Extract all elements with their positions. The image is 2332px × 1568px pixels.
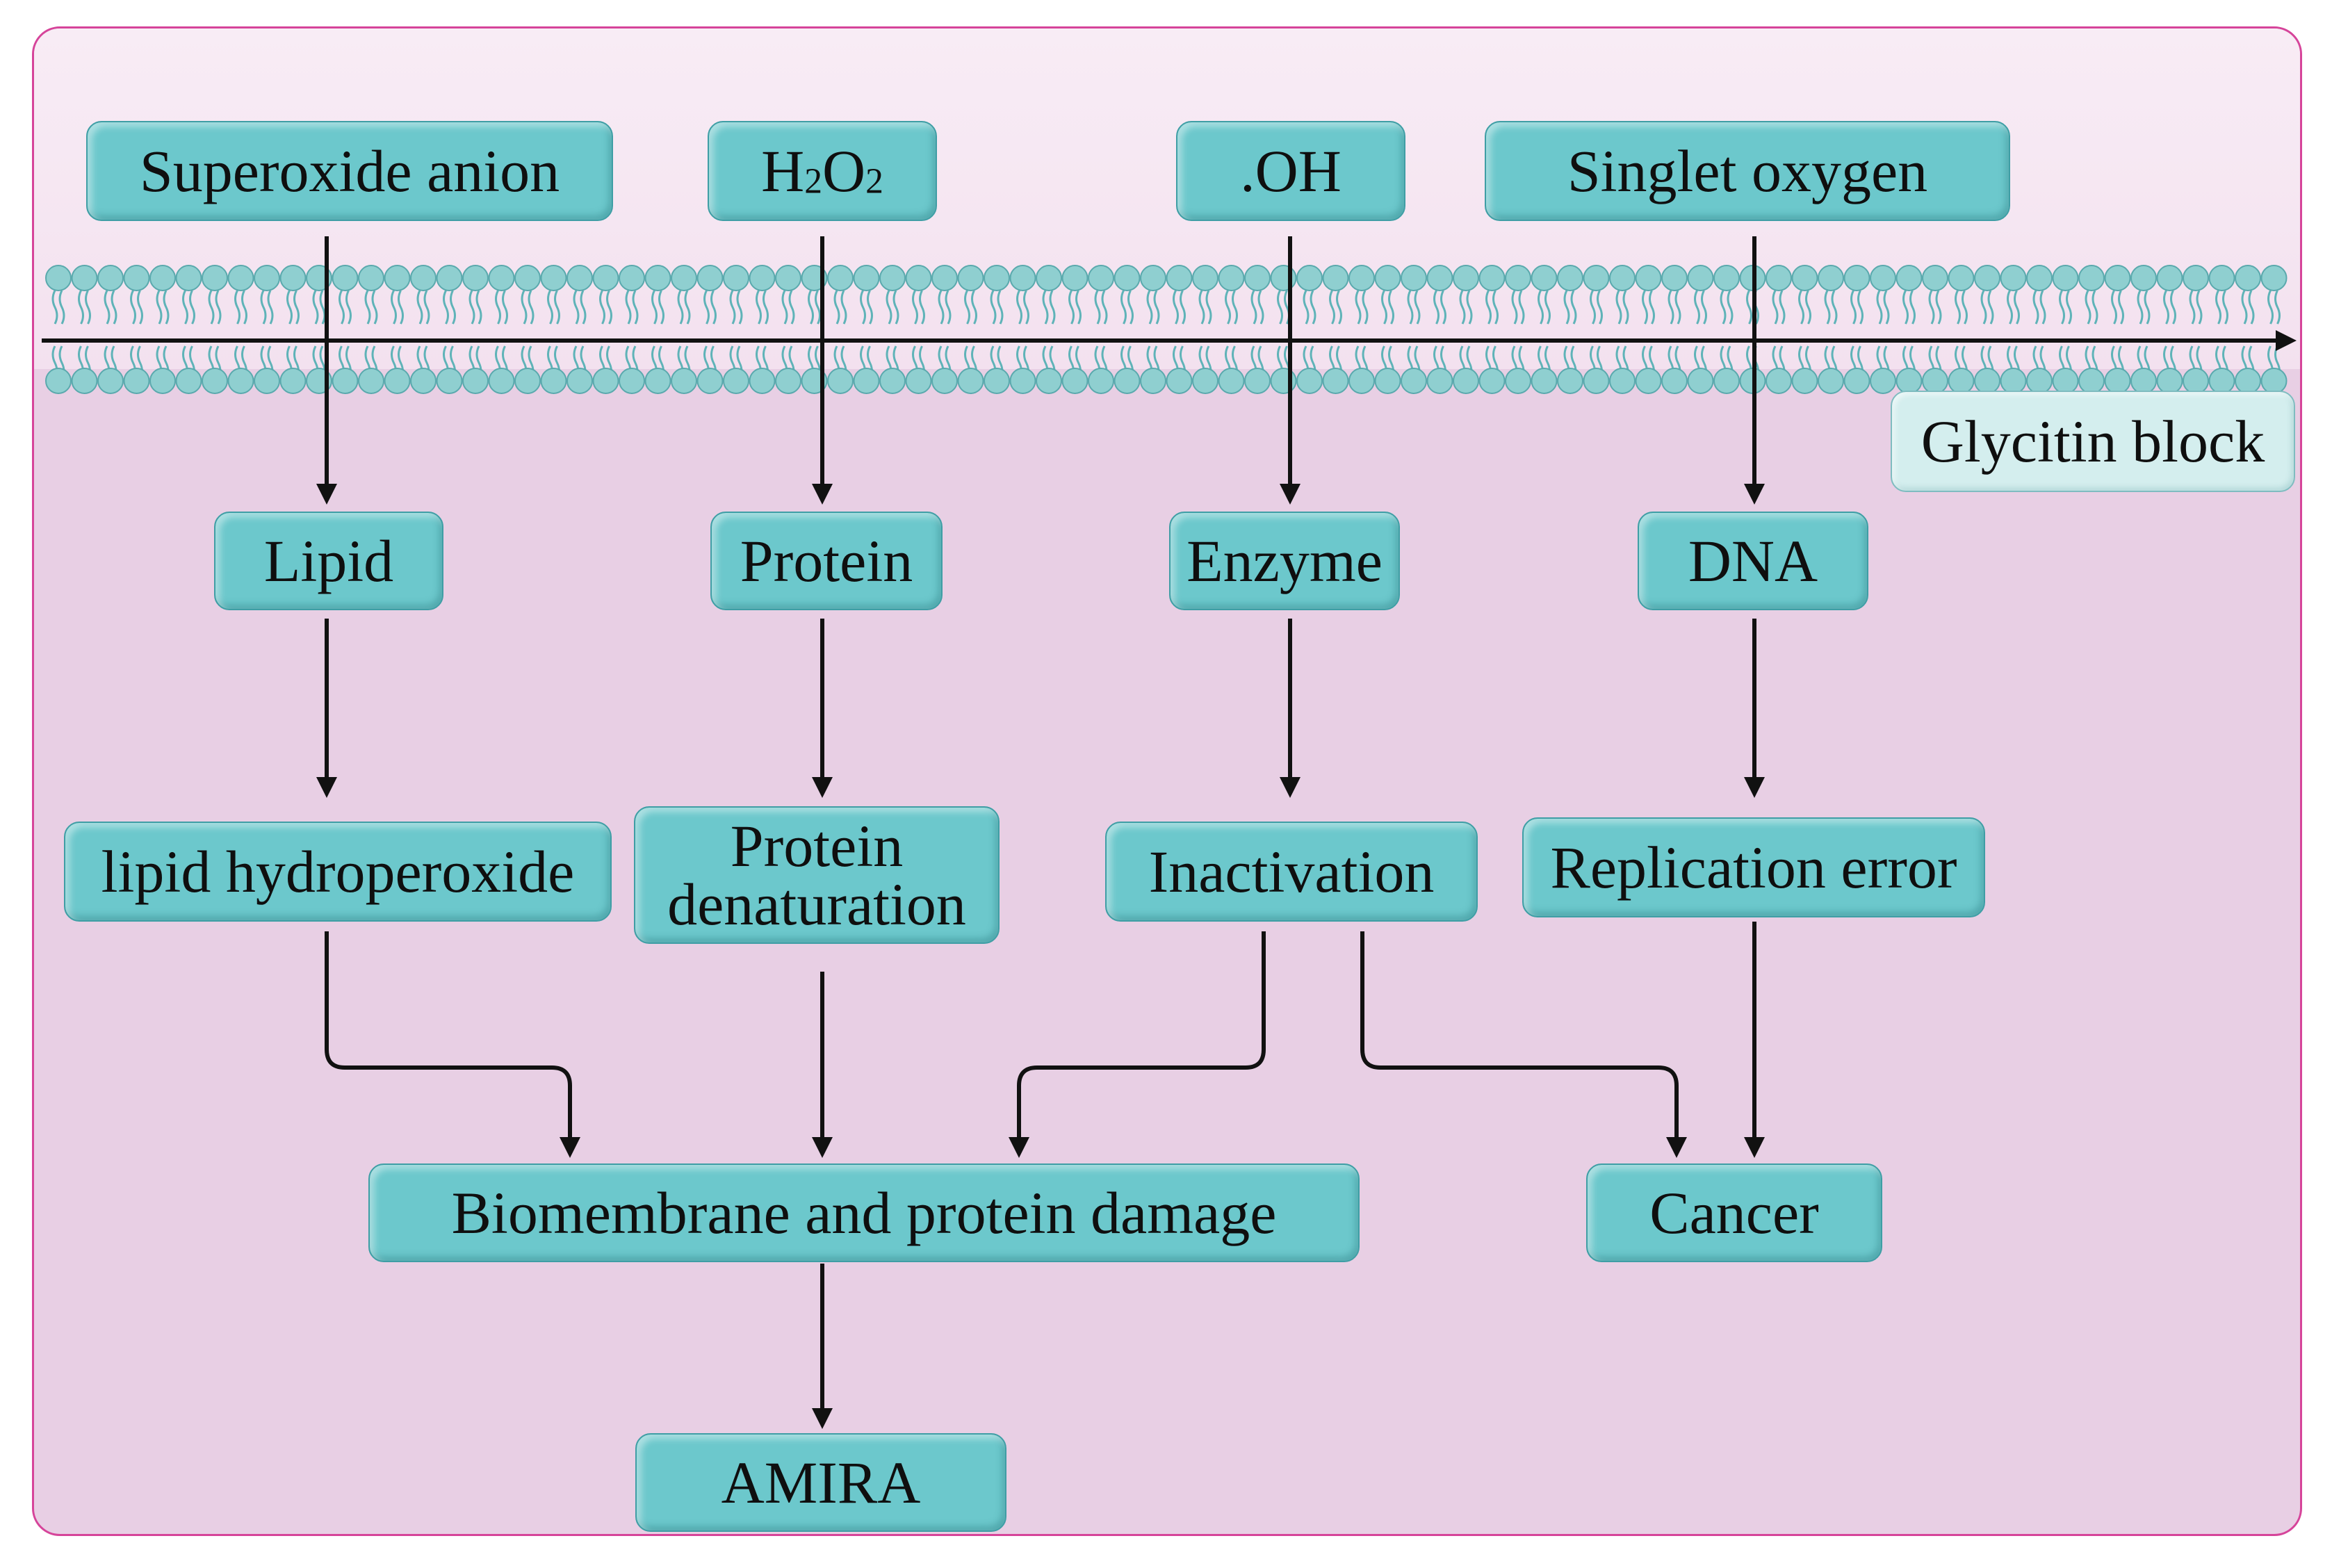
formula-o: O bbox=[822, 138, 866, 204]
node-label: Glycitin block bbox=[1921, 408, 2265, 475]
node-label: Protein bbox=[740, 528, 913, 594]
node-label: Enzyme bbox=[1187, 528, 1383, 594]
node-dna: DNA bbox=[1638, 512, 1868, 610]
node-superoxide-anion: Superoxide anion bbox=[86, 121, 613, 221]
node-protein-denaturation: Protein denaturation bbox=[634, 806, 1000, 944]
formula-sub: 2 bbox=[865, 161, 883, 202]
node-label-line2: denaturation bbox=[667, 871, 966, 938]
node-label: Replication error bbox=[1550, 834, 1957, 901]
node-h2o2: H2O2 bbox=[708, 121, 937, 221]
node-cancer: Cancer bbox=[1586, 1163, 1882, 1262]
node-label: DNA bbox=[1688, 528, 1818, 594]
node-biomembrane-protein-damage: Biomembrane and protein damage bbox=[368, 1163, 1360, 1262]
node-label: Biomembrane and protein damage bbox=[451, 1179, 1277, 1246]
lipid-bilayer bbox=[45, 265, 2288, 394]
node-amira: AMIRA bbox=[635, 1433, 1006, 1532]
node-lipid-hydroperoxide: lipid hydroperoxide bbox=[64, 822, 612, 922]
node-singlet-oxygen: Singlet oxygen bbox=[1485, 121, 2010, 221]
node-label: Singlet oxygen bbox=[1567, 138, 1928, 204]
node-label: Superoxide anion bbox=[139, 138, 560, 204]
node-enzyme: Enzyme bbox=[1169, 512, 1400, 610]
node-label-line1: Protein bbox=[730, 812, 904, 879]
node-label: Cancer bbox=[1649, 1179, 1819, 1246]
node-label: H2O2 bbox=[761, 141, 883, 201]
node-protein: Protein bbox=[710, 512, 943, 610]
formula-h: H bbox=[761, 138, 805, 204]
node-lipid: Lipid bbox=[214, 512, 443, 610]
formula-sub: 2 bbox=[804, 161, 822, 202]
glycitin-block-label: Glycitin block bbox=[1891, 391, 2295, 492]
node-label: .OH bbox=[1240, 138, 1342, 204]
node-inactivation: Inactivation bbox=[1105, 822, 1478, 922]
node-label: lipid hydroperoxide bbox=[101, 838, 575, 905]
node-replication-error: Replication error bbox=[1522, 817, 1985, 917]
arrow-hydroperoxide-to-damage bbox=[325, 931, 580, 1158]
arrow-inactivation-to-damage bbox=[1009, 931, 1266, 1158]
node-label: AMIRA bbox=[721, 1449, 921, 1516]
node-label: Lipid bbox=[263, 528, 394, 594]
node-hydroxyl-radical: .OH bbox=[1176, 121, 1405, 221]
arrow-inactivation-to-cancer bbox=[1360, 931, 1687, 1158]
node-label: Inactivation bbox=[1148, 838, 1435, 905]
